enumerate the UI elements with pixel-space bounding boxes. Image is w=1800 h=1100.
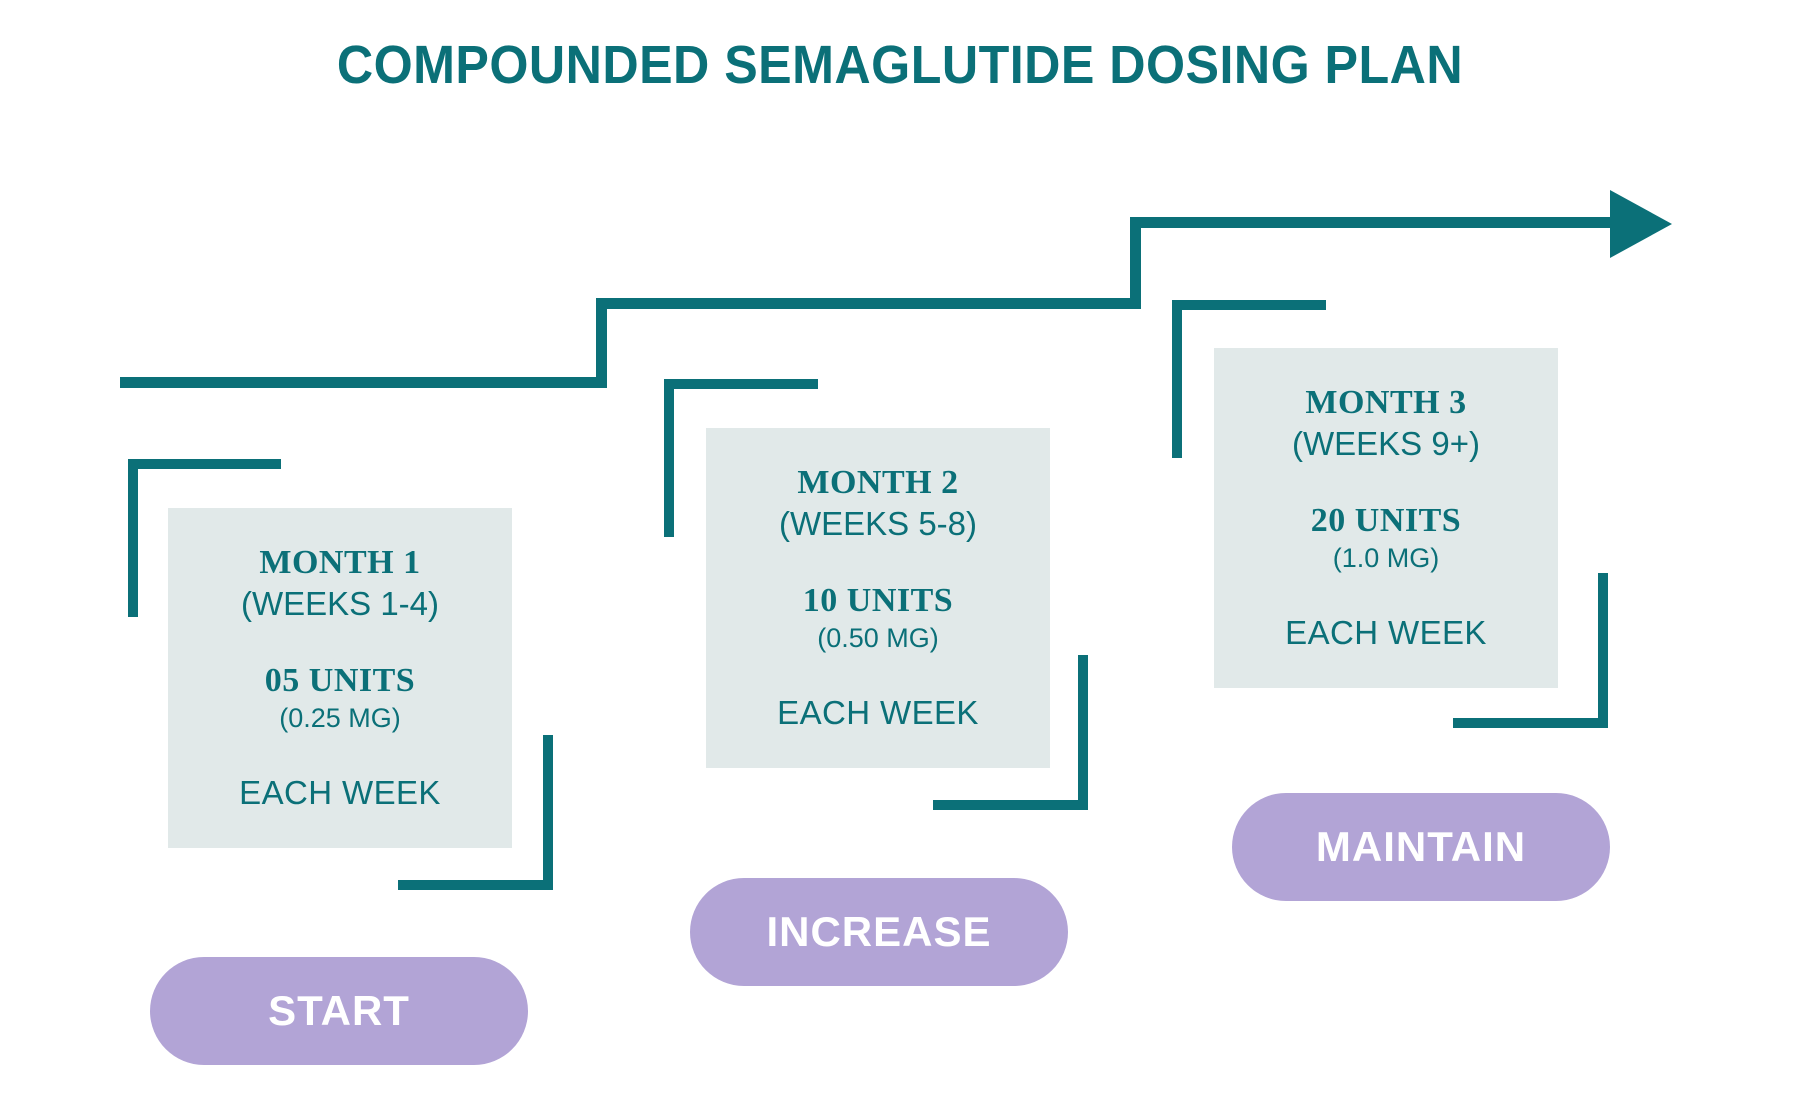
flow-line-riser2-vertical xyxy=(1130,217,1141,309)
connector-card1-left-vertical xyxy=(128,459,138,617)
flow-arrow-head-icon xyxy=(1610,190,1672,258)
card1-dose-value: 05 UNITS xyxy=(264,661,416,699)
card1-mg-value: (0.25 MG) xyxy=(279,702,401,733)
connector-card1-top-horizontal xyxy=(128,459,281,469)
card3-frequency-label: EACH WEEK xyxy=(1285,613,1487,651)
card2-dose-value: 10 UNITS xyxy=(802,581,954,619)
card3-mg-value: (1.0 MG) xyxy=(1332,542,1440,573)
connector-card3-left-vertical xyxy=(1172,300,1182,458)
card2-weeks-label: (WEEKS 5-8) xyxy=(778,504,978,542)
card1-frequency-label: EACH WEEK xyxy=(239,773,441,811)
connector-card1-bottom-horizontal xyxy=(398,880,553,890)
flow-line-tier1-horizontal xyxy=(120,377,607,388)
flow-line-tier3-horizontal xyxy=(1130,217,1618,228)
connector-card3-right-vertical xyxy=(1598,573,1608,728)
action-pill-start-label: START xyxy=(268,987,410,1034)
card2-month-label: MONTH 2 xyxy=(797,463,959,501)
flow-line-riser1-vertical xyxy=(596,298,607,388)
connector-card2-bottom-horizontal xyxy=(933,800,1088,810)
card2-mg-value: (0.50 MG) xyxy=(817,622,939,653)
action-pill-increase[interactable]: INCREASE xyxy=(690,878,1068,986)
action-pill-maintain[interactable]: MAINTAIN xyxy=(1232,793,1610,901)
connector-card2-top-horizontal xyxy=(664,379,818,389)
card3-weeks-label: (WEEKS 9+) xyxy=(1292,424,1480,462)
dose-card-month-3: MONTH 3 (WEEKS 9+) 20 UNITS (1.0 MG) EAC… xyxy=(1214,348,1558,688)
card3-dose-value: 20 UNITS xyxy=(1310,501,1462,539)
card1-weeks-label: (WEEKS 1-4) xyxy=(240,584,440,622)
connector-card3-bottom-horizontal xyxy=(1453,718,1608,728)
flow-line-tier2-horizontal xyxy=(596,298,1141,309)
card3-month-label: MONTH 3 xyxy=(1305,383,1467,421)
connector-card2-right-vertical xyxy=(1078,655,1088,810)
action-pill-maintain-label: MAINTAIN xyxy=(1315,823,1527,870)
card1-month-label: MONTH 1 xyxy=(259,543,421,581)
page-title: COMPOUNDED SEMAGLUTIDE DOSING PLAN xyxy=(336,35,1464,95)
dose-card-month-1: MONTH 1 (WEEKS 1-4) 05 UNITS (0.25 MG) E… xyxy=(168,508,512,848)
dose-card-month-2: MONTH 2 (WEEKS 5-8) 10 UNITS (0.50 MG) E… xyxy=(706,428,1050,768)
connector-card1-right-vertical xyxy=(543,735,553,890)
connector-card2-left-vertical xyxy=(664,379,674,537)
action-pill-increase-label: INCREASE xyxy=(766,908,992,955)
card2-frequency-label: EACH WEEK xyxy=(777,693,979,731)
connector-card3-top-horizontal xyxy=(1172,300,1326,310)
action-pill-start[interactable]: START xyxy=(150,957,528,1065)
